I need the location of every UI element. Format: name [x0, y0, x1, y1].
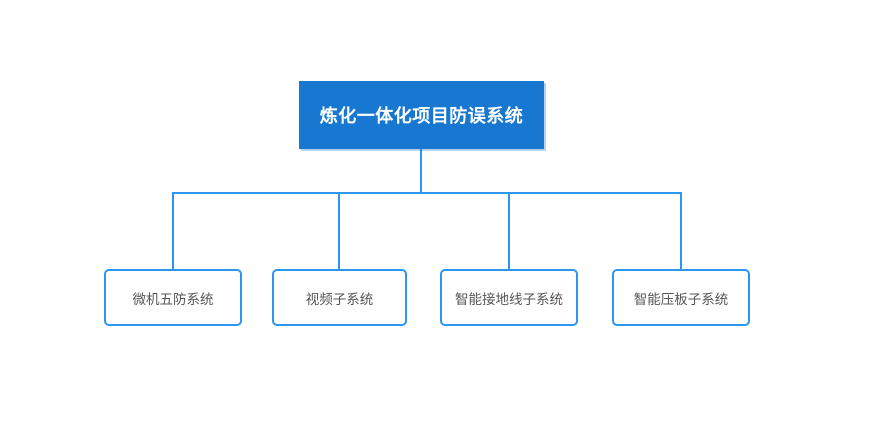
child-node-label: 微机五防系统 — [132, 291, 214, 307]
connector-drop-4 — [680, 193, 682, 269]
child-node-4[interactable]: 智能压板子系统 — [612, 269, 750, 326]
child-node-label: 智能压板子系统 — [633, 291, 729, 307]
connector-root-stem — [420, 149, 422, 194]
connector-drop-1 — [172, 193, 174, 269]
root-node-label: 炼化一体化项目防误系统 — [319, 106, 524, 126]
connector-drop-2 — [338, 193, 340, 269]
root-node[interactable]: 炼化一体化项目防误系统 — [299, 81, 544, 149]
connector-rail — [172, 192, 682, 194]
child-node-2[interactable]: 视频子系统 — [272, 269, 407, 326]
child-node-label: 视频子系统 — [305, 291, 374, 307]
child-node-1[interactable]: 微机五防系统 — [104, 269, 242, 326]
child-node-label: 智能接地线子系统 — [455, 291, 563, 307]
connector-drop-3 — [508, 193, 510, 269]
child-node-3[interactable]: 智能接地线子系统 — [440, 269, 578, 326]
